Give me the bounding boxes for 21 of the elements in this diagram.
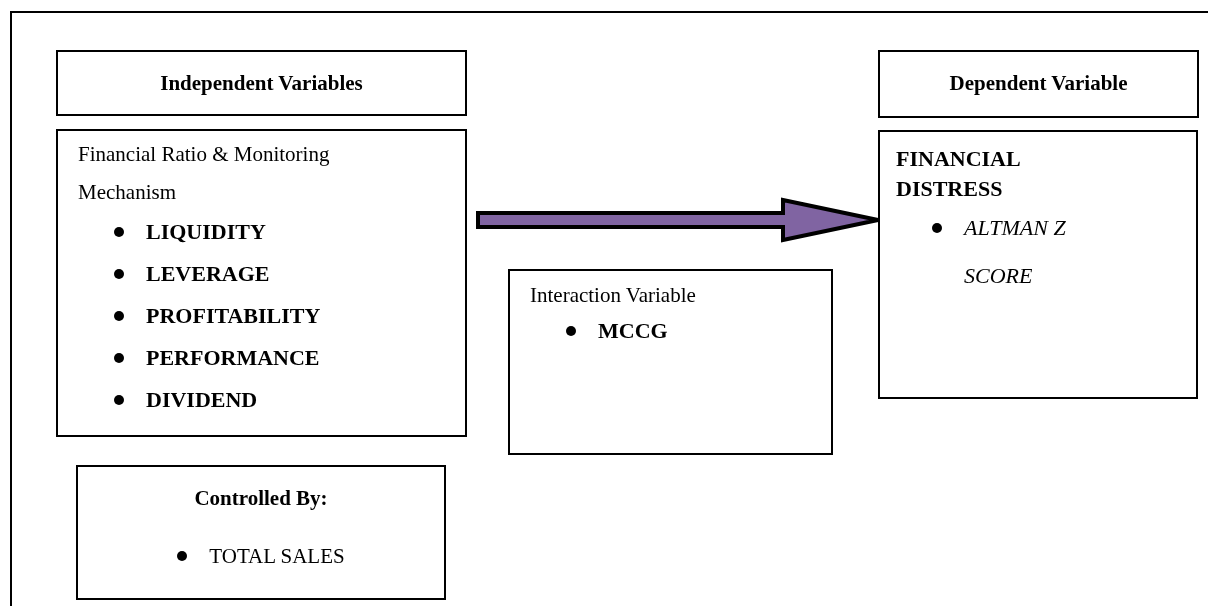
list-item: PERFORMANCE bbox=[146, 344, 320, 372]
list-item: LIQUIDITY bbox=[146, 218, 266, 246]
list-item: LEVERAGE bbox=[146, 260, 270, 288]
box-heading: Independent Variables bbox=[159, 70, 364, 97]
list-item: DIVIDEND bbox=[146, 386, 258, 414]
list-item: PROFITABILITY bbox=[146, 302, 321, 330]
block-arrow bbox=[476, 197, 880, 243]
text-box bbox=[76, 465, 446, 600]
box-heading: Dependent Variable bbox=[948, 70, 1129, 97]
box-heading: FINANCIAL DISTRESS bbox=[896, 145, 1021, 203]
box-heading: Controlled By: bbox=[193, 485, 329, 512]
text-box bbox=[56, 50, 467, 116]
box-heading: Financial Ratio & Monitoring Mechanism bbox=[78, 141, 331, 206]
text-box bbox=[508, 269, 833, 455]
text-box bbox=[56, 129, 467, 437]
list-item: ALTMAN Z SCORE bbox=[964, 214, 1067, 290]
list-item: MCCG bbox=[598, 317, 668, 345]
text-box bbox=[878, 130, 1198, 399]
box-heading: Interaction Variable bbox=[530, 282, 697, 309]
list-item: TOTAL SALES bbox=[209, 542, 345, 570]
text-box bbox=[878, 50, 1199, 118]
